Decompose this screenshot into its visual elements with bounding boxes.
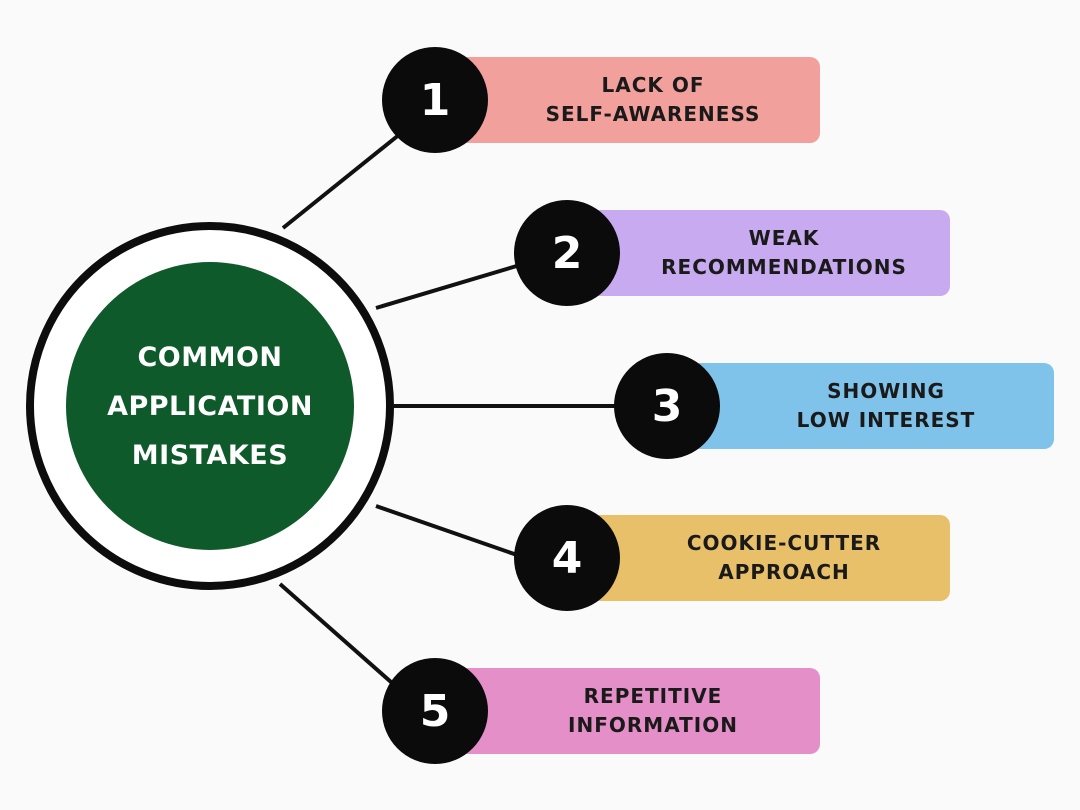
connector-line-1 <box>281 132 402 230</box>
step-1-number: 1 <box>419 74 451 126</box>
hub-circle: COMMON APPLICATION MISTAKES <box>66 262 354 550</box>
step-5-number-circle: 5 <box>382 658 488 764</box>
step-1-box: LACK OF SELF-AWARENESS <box>454 57 820 143</box>
step-4-label: COOKIE-CUTTER APPROACH <box>686 531 882 584</box>
step-3-label: SHOWING LOW INTEREST <box>796 379 976 432</box>
step-5-box: REPETITIVE INFORMATION <box>454 668 820 754</box>
step-1-number-circle: 1 <box>382 47 488 153</box>
step-2-number-circle: 2 <box>514 200 620 306</box>
step-1-label: LACK OF SELF-AWARENESS <box>545 73 761 126</box>
hub-title: COMMON APPLICATION MISTAKES <box>107 341 313 471</box>
step-3-box: SHOWING LOW INTEREST <box>686 363 1054 449</box>
step-2-number: 2 <box>551 227 583 279</box>
step-4-box: COOKIE-CUTTER APPROACH <box>586 515 950 601</box>
step-3-number: 3 <box>651 380 683 432</box>
step-4-number: 4 <box>551 532 583 584</box>
connector-line-4 <box>375 504 521 558</box>
connector-line-2 <box>375 263 521 310</box>
step-2-box: WEAK RECOMMENDATIONS <box>586 210 950 296</box>
step-4-number-circle: 4 <box>514 505 620 611</box>
step-5-number: 5 <box>419 685 451 737</box>
step-5-label: REPETITIVE INFORMATION <box>568 684 738 737</box>
step-2-label: WEAK RECOMMENDATIONS <box>661 226 907 279</box>
step-3-number-circle: 3 <box>614 353 720 459</box>
connector-line-5 <box>278 582 402 692</box>
